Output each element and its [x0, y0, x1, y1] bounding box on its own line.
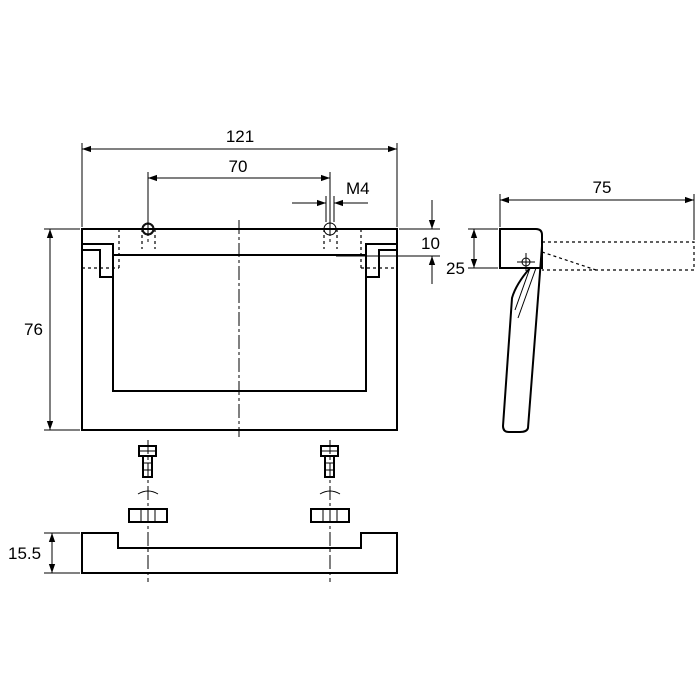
dim-label-25: 25 — [446, 259, 465, 278]
side-handle-arm — [501, 245, 543, 433]
dim-label-70: 70 — [229, 157, 248, 176]
dim-hole-offset: 10 — [336, 200, 440, 284]
right-lug — [365, 243, 397, 278]
side-handle-inner-edge — [514, 267, 531, 311]
bottom-view — [81, 440, 398, 582]
dim-label-15-5: 15.5 — [8, 544, 41, 563]
dim-label-offset: 10 — [421, 234, 440, 253]
left-lug — [82, 243, 114, 278]
dim-overall-width: 121 — [81, 127, 398, 227]
dim-thread: M4 — [292, 179, 370, 222]
dim-overall-height: 76 — [24, 228, 80, 431]
front-center-lines — [147, 220, 331, 437]
dim-label-121: 121 — [226, 127, 254, 146]
dim-label-75: 75 — [593, 178, 612, 197]
dim-base-height: 15.5 — [8, 532, 80, 574]
dim-projection: 75 — [499, 178, 695, 240]
base-plate-outline — [81, 532, 398, 574]
dim-hole-spacing: 70 — [147, 157, 331, 222]
side-handle-inner-edge-2 — [517, 267, 537, 319]
side-view — [499, 228, 695, 433]
dim-label-76: 76 — [24, 320, 43, 339]
side-handle-extended-hidden — [542, 241, 695, 271]
side-hidden-diagonal — [541, 251, 597, 271]
dim-label-thread: M4 — [346, 179, 370, 198]
dim-side-height: 25 — [446, 228, 498, 278]
